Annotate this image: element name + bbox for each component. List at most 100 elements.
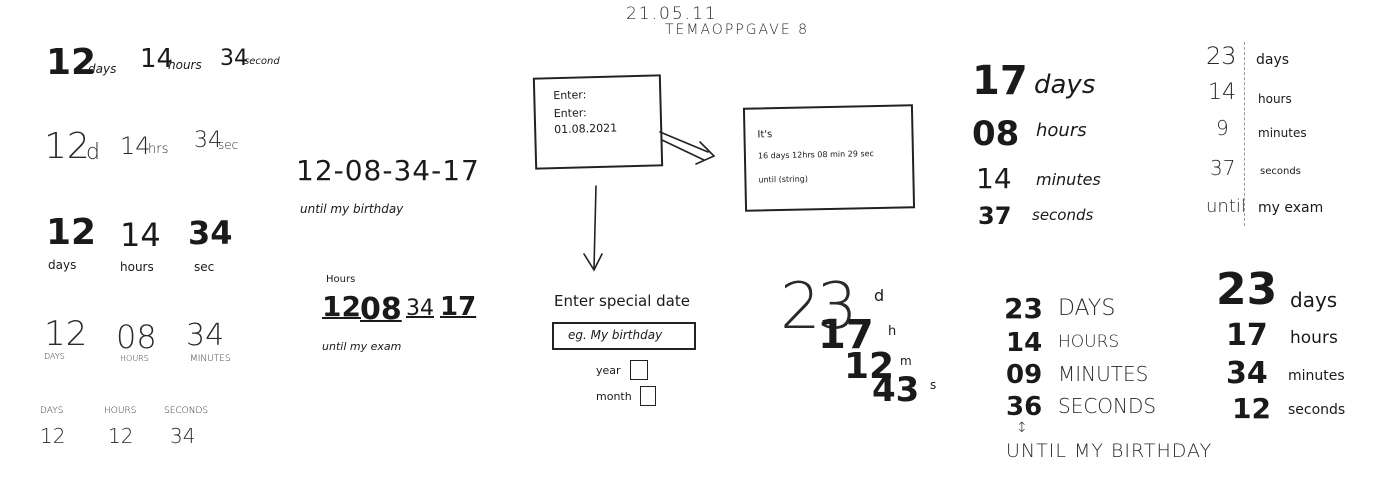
r3-days-unit: DAYS	[1058, 296, 1116, 321]
stack-min-number: 12	[844, 346, 895, 387]
c1r1-days-unit: days	[88, 62, 117, 76]
form-line-1: Enter:	[553, 88, 587, 103]
r2-days-number: 23	[1206, 42, 1237, 70]
r3-min-number: 09	[1006, 360, 1043, 390]
stack-hours-unit: h	[888, 324, 897, 339]
r2-days-unit: days	[1256, 52, 1290, 68]
c1r2-hours-unit: hrs	[148, 142, 169, 157]
c1r1-hours-number: 14	[140, 44, 174, 74]
c1r2-sec-unit: sec	[218, 138, 239, 152]
c1r2-days-unit: d	[86, 140, 100, 165]
form-line-2: Enter:	[553, 106, 587, 121]
r1-hours-number: 08	[972, 114, 1020, 154]
special-date-label: Enter special date	[554, 292, 690, 310]
r2-min-unit: minutes	[1258, 126, 1307, 140]
r2-hours-number: 14	[1208, 80, 1236, 105]
r4-sec-number: 12	[1232, 392, 1271, 425]
sheet-title: TEMAOPPGAVE 8	[665, 22, 810, 38]
special-date-input[interactable]: eg. My birthday	[552, 322, 696, 350]
c2-hours-label: Hours	[326, 274, 356, 285]
c2-countdown-line: 12-08-34-17	[296, 154, 480, 187]
result-line-2: 16 days 12hrs 08 min 29 sec	[757, 149, 874, 161]
c1r3-days-unit: days	[48, 258, 77, 272]
year-label: year	[596, 364, 621, 377]
r2-min-number: 9	[1216, 116, 1229, 140]
result-line-3: until (string)	[758, 174, 809, 185]
c1r4-days-unit: DAYS	[44, 352, 65, 361]
r4-hours-unit: hours	[1290, 328, 1338, 348]
c1r1-days-number: 12	[46, 42, 97, 83]
r2-sec-number: 37	[1210, 156, 1236, 180]
c1r4-min-number: 34	[186, 318, 225, 353]
r2-target: my exam	[1258, 200, 1324, 216]
c1r3-hours-unit: hours	[120, 260, 154, 274]
c1r5-hours-label: HOURS	[104, 406, 137, 416]
month-label: month	[596, 390, 632, 403]
c1r4-hours-unit: HOURS	[120, 354, 149, 363]
r3-down-arrow: ↕	[1016, 420, 1028, 436]
r3-days-number: 23	[1004, 292, 1043, 325]
c1r5-days-number: 12	[40, 424, 66, 448]
c1r1-sec-unit: second	[244, 56, 280, 67]
stack-sec-number: 43	[872, 370, 920, 410]
stack-hours-number: 17	[818, 312, 874, 358]
r4-min-number: 34	[1226, 356, 1268, 391]
r1-sec-number: 37	[978, 202, 1012, 230]
r3-until: UNTIL MY BIRTHDAY	[1006, 440, 1213, 462]
month-input[interactable]	[640, 386, 656, 406]
c1r5-seconds-label: SECONDS	[164, 406, 209, 416]
c1r4-min-unit: MINUTES	[190, 354, 231, 364]
r2-hours-unit: hours	[1258, 92, 1292, 106]
stack-days-unit: d	[874, 286, 885, 305]
c1r2-hours-number: 14	[120, 132, 151, 160]
c2-min-value: 34	[406, 296, 434, 321]
r1-days-number: 17	[972, 58, 1028, 104]
c2-caption-exam: until my exam	[322, 340, 402, 353]
r4-days-unit: days	[1290, 288, 1338, 312]
c1r5-sec-number: 34	[170, 424, 196, 448]
r4-sec-unit: seconds	[1288, 402, 1346, 418]
r2-sec-unit: seconds	[1260, 166, 1301, 177]
special-date-input-text: eg. My birthday	[568, 328, 663, 342]
r4-min-unit: minutes	[1288, 368, 1345, 384]
r2-divider	[1244, 42, 1245, 226]
r1-min-number: 14	[976, 162, 1012, 195]
c1r3-days-number: 12	[46, 212, 97, 253]
c1r1-sec-number: 34	[220, 46, 248, 71]
r3-hours-number: 14	[1006, 328, 1043, 358]
c1r3-sec-number: 34	[188, 214, 233, 252]
result-line-1: It's	[757, 129, 773, 141]
r1-days-unit: days	[1034, 70, 1096, 100]
arrow-right-line-2	[661, 139, 705, 161]
arrow-right-head	[695, 141, 716, 165]
r3-hours-unit: HOURS	[1058, 332, 1120, 352]
year-input[interactable]	[630, 360, 648, 380]
c2-hours-value: 08	[360, 292, 402, 327]
c1r3-hours-number: 14	[120, 216, 161, 254]
r1-min-unit: minutes	[1036, 170, 1101, 189]
c1r5-days-label: DAYS	[40, 406, 64, 416]
r3-sec-number: 36	[1006, 392, 1043, 422]
arrow-down-head	[583, 253, 603, 272]
c2-days-value: 12	[322, 290, 361, 323]
stack-min-unit: m	[900, 354, 912, 368]
c2-caption: until my birthday	[300, 202, 404, 216]
r4-hours-number: 17	[1226, 318, 1268, 353]
arrow-right-line	[659, 131, 709, 153]
form-line-3: 01.08.2021	[554, 121, 618, 137]
sheet-date: 21.05.11	[626, 4, 718, 24]
stack-days-number: 23	[780, 270, 857, 344]
r1-sec-unit: seconds	[1032, 206, 1094, 224]
input-form-frame: Enter: Enter: 01.08.2021	[532, 74, 664, 170]
c1r4-hours-number: 08	[116, 318, 157, 356]
c1r2-days-number: 12	[44, 126, 90, 167]
result-frame: It's 16 days 12hrs 08 min 29 sec until (…	[742, 104, 916, 212]
r3-sec-unit: SECONDS	[1058, 394, 1157, 418]
c1r2-sec-number: 34	[194, 128, 222, 153]
r2-until: until	[1206, 196, 1246, 217]
r3-min-unit: MINUTES	[1058, 362, 1149, 386]
c1r1-hours-unit: hours	[168, 58, 202, 72]
c1r3-sec-unit: sec	[194, 260, 215, 274]
r1-hours-unit: hours	[1036, 120, 1087, 141]
stack-sec-unit: s	[930, 378, 937, 392]
